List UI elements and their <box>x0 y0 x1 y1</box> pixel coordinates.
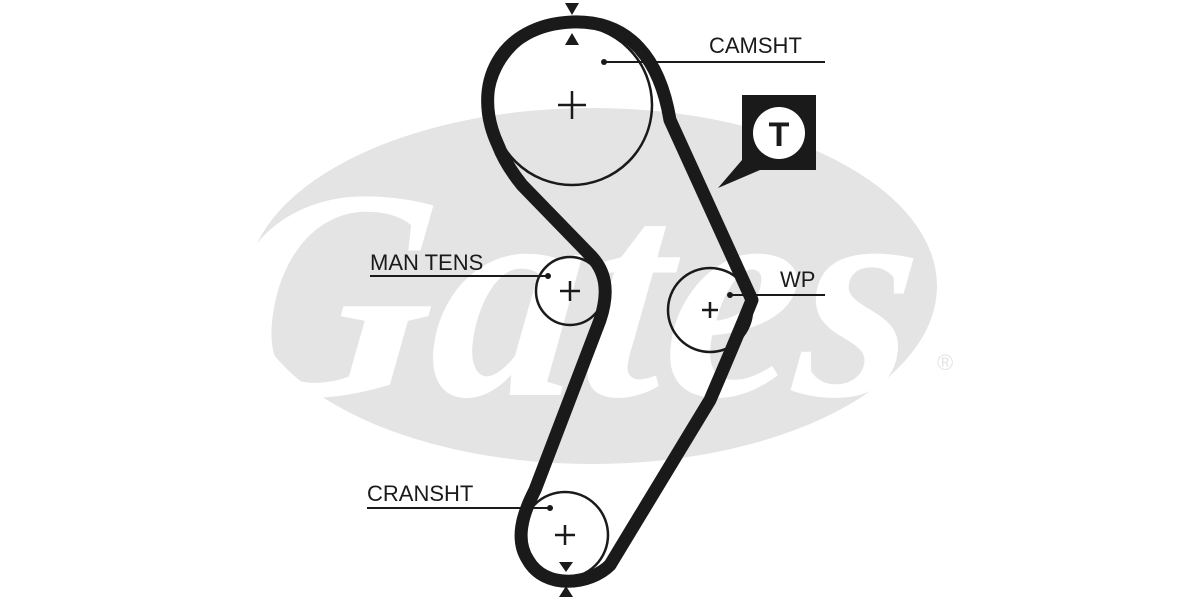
cransht-label: CRANSHT <box>367 481 473 506</box>
camshaft-leader-dot <box>601 59 607 65</box>
camshaft-timing-mark-pointer-icon <box>565 33 579 45</box>
crankshaft-timing-mark-pointer-icon <box>559 586 573 597</box>
wp-label: WP <box>780 267 815 292</box>
camshaft-label: CAMSHT <box>709 33 802 58</box>
man-tens-leader-dot <box>545 273 551 279</box>
crankshaft-timing-mark-arrow-icon <box>559 562 573 572</box>
badge-circle <box>753 107 805 159</box>
man-tens-label: MAN TENS <box>370 250 483 275</box>
gates-watermark: Gates ® <box>202 108 953 464</box>
tensioner-badge-icon: T <box>718 95 816 188</box>
watermark-registered-mark: ® <box>937 350 953 375</box>
watermark-ellipse <box>247 108 937 464</box>
timing-belt <box>481 15 759 588</box>
cransht-leader-dot <box>547 505 553 511</box>
crosshair-icon <box>555 91 718 545</box>
wp-leader-dot <box>727 292 733 298</box>
badge-letter: T <box>769 116 790 154</box>
camshaft-timing-mark-arrow-icon <box>565 3 579 15</box>
